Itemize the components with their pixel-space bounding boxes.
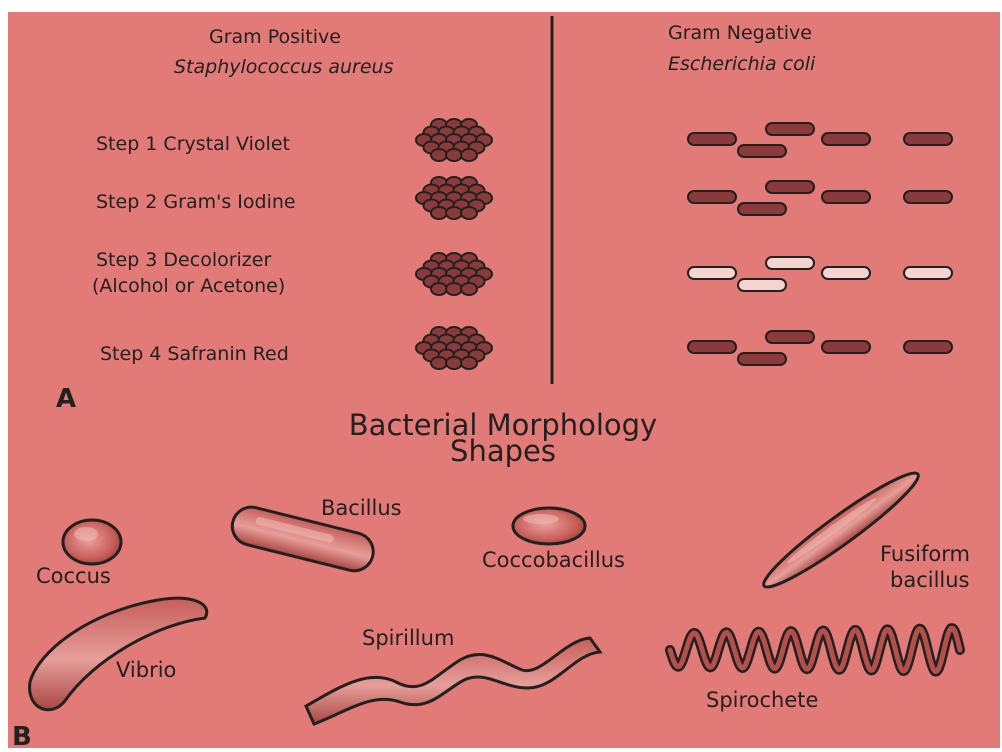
rod-group-step-3 <box>688 257 952 291</box>
gram-negative-rods <box>688 123 952 365</box>
gram-positive-cocci <box>416 119 492 369</box>
rod-cell <box>688 267 736 279</box>
rod-group-step-4 <box>688 331 952 365</box>
coccus-cell <box>431 207 447 219</box>
coccus-cell <box>461 357 477 369</box>
coccus-cell <box>446 149 462 161</box>
bacillus-icon <box>228 503 377 575</box>
coccus-cell <box>431 149 447 161</box>
figure-background: Gram Positive Staphylococcus aureus Gram… <box>8 12 1000 748</box>
rod-cell <box>822 133 870 145</box>
coccus-cell <box>431 357 447 369</box>
rod-cell <box>688 191 736 203</box>
fusiform-bacillus-icon <box>756 463 926 597</box>
coccus-cell <box>446 357 462 369</box>
coccus-cluster-step-2 <box>416 177 492 219</box>
coccus-icon <box>63 520 121 564</box>
coccobacillus-icon <box>513 508 585 544</box>
rod-cell <box>766 257 814 269</box>
rod-cell <box>688 133 736 145</box>
rod-cell <box>904 341 952 353</box>
rod-cell <box>904 267 952 279</box>
rod-cell <box>822 191 870 203</box>
illustration-layer <box>8 12 1000 748</box>
coccus-cluster-step-4 <box>416 327 492 369</box>
rod-group-step-2 <box>688 181 952 215</box>
rod-cell <box>904 133 952 145</box>
coccus-cell <box>446 283 462 295</box>
rod-cell <box>766 123 814 135</box>
coccus-cell <box>461 283 477 295</box>
coccobacillus-highlight <box>523 514 559 524</box>
rod-cell <box>822 341 870 353</box>
coccus-cluster-step-3 <box>416 253 492 295</box>
coccus-cell <box>431 283 447 295</box>
coccus-highlight <box>74 527 98 541</box>
coccus-cell <box>446 207 462 219</box>
vibrio-icon <box>30 598 207 709</box>
rod-group-step-1 <box>688 123 952 157</box>
rod-cell <box>766 331 814 343</box>
rod-cell <box>738 203 786 215</box>
rod-cell <box>688 341 736 353</box>
coccus-cluster-step-1 <box>416 119 492 161</box>
coccus-cell <box>461 207 477 219</box>
spirillum-icon <box>306 638 600 724</box>
rod-cell <box>904 191 952 203</box>
rod-cell <box>738 279 786 291</box>
coccus-cell <box>461 149 477 161</box>
rod-cell <box>738 145 786 157</box>
rod-cell <box>738 353 786 365</box>
rod-cell <box>822 267 870 279</box>
rod-cell <box>766 181 814 193</box>
